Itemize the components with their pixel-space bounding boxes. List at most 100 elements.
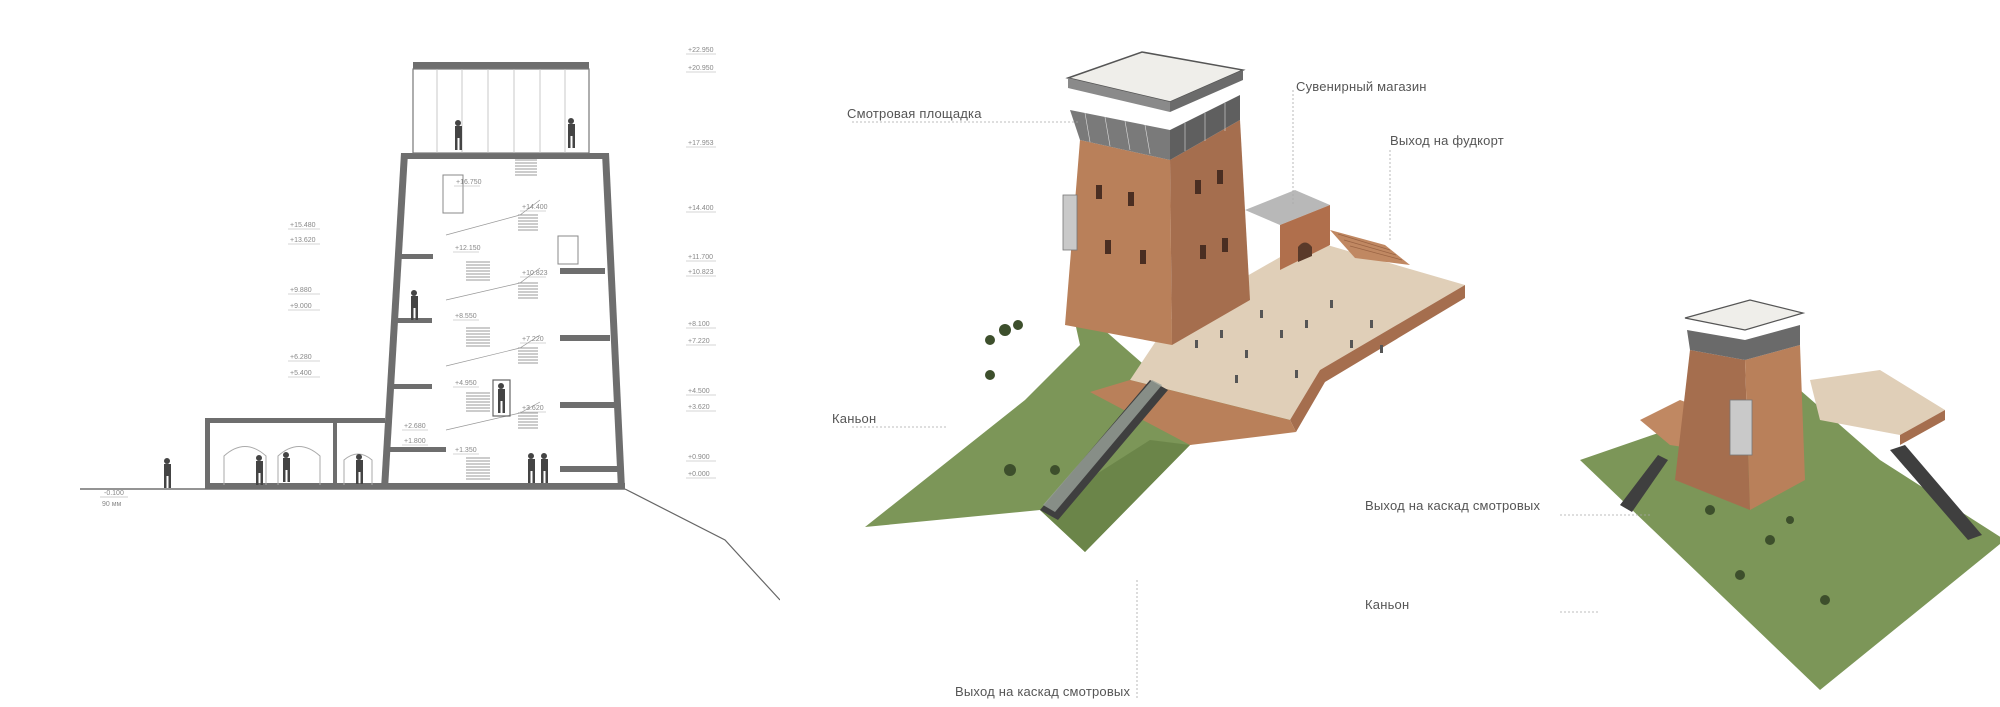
elevation-mark: +5.400 xyxy=(290,370,312,377)
roof-pavilion-frame xyxy=(412,68,590,154)
deck-glass-small xyxy=(1687,325,1800,360)
tower-windows xyxy=(1096,170,1228,264)
label-souvenir-shop: Сувенирный магазин xyxy=(1296,79,1427,94)
floor-slab xyxy=(560,466,618,472)
tower-top-slab xyxy=(401,153,609,159)
tower-left-face xyxy=(1065,140,1172,345)
window xyxy=(442,174,464,214)
shop-arch xyxy=(1298,242,1312,262)
label-canyon: Каньон xyxy=(832,411,877,426)
shrubs-small xyxy=(1705,505,1830,605)
label-foodcourt-exit: Выход на фудкорт xyxy=(1390,133,1504,148)
tower-left-face-small xyxy=(1675,350,1750,510)
hill-slope-shadow xyxy=(1040,440,1190,552)
label-cascade-exit: Выход на каскад смотровых xyxy=(955,684,1131,699)
people xyxy=(164,118,575,488)
elevation-mark: +0.000 xyxy=(688,471,710,478)
label-viewing-platform: Смотровая площадка xyxy=(847,106,982,121)
elevation-mark: +9.880 xyxy=(290,287,312,294)
ground-slab xyxy=(205,483,625,489)
souvenir-shop-roof xyxy=(1245,190,1330,225)
deck-left-glass xyxy=(1070,110,1170,160)
plaza-small xyxy=(1810,370,1945,435)
elevation-marks-inner: +16.750 +14.400 +12.150 +10.823 +8.550 +7.220… xyxy=(402,179,548,455)
deck-roof-small xyxy=(1684,299,1806,331)
deck-roof xyxy=(1065,51,1246,103)
tower-right-wall xyxy=(602,153,625,489)
gallery-wall xyxy=(205,418,210,489)
elevation-mark: +16.750 xyxy=(456,179,482,186)
main-axonometric-view xyxy=(850,51,1465,700)
floor-slab xyxy=(392,318,432,323)
elevation-mark: +11.700 xyxy=(688,254,713,261)
elevation-mark: +14.400 xyxy=(522,204,548,211)
floor-slab xyxy=(395,254,433,259)
elevation-mark: +15.480 xyxy=(290,222,316,229)
elevation-mark: +2.680 xyxy=(404,423,426,430)
elevation-mark: +14.400 xyxy=(688,205,714,212)
elevation-mark: +9.000 xyxy=(290,303,312,310)
elevation-mark: +20.950 xyxy=(688,65,714,72)
deck-roof-edge-left xyxy=(1068,78,1170,112)
gallery-arch xyxy=(277,446,321,485)
cascade-ramp-small-right xyxy=(1890,445,1982,540)
elevation-mark: +4.950 xyxy=(455,380,477,387)
cascade-ramp-small-left xyxy=(1620,455,1668,512)
plaza-edge-wall xyxy=(1290,285,1465,432)
elevation-mark: +3.620 xyxy=(522,405,544,412)
elevation-marks-left: +15.480 +13.620 +9.880 +9.000 +6.280 +5.400 xyxy=(288,222,320,378)
label-cascade-exit-small: Выход на каскад смотровых xyxy=(1365,498,1541,513)
plaza-people xyxy=(1195,300,1383,383)
elevation-mark: +0.900 xyxy=(688,454,710,461)
tower-bay-small xyxy=(1729,399,1753,456)
elevation-mark: +17.953 xyxy=(688,140,714,147)
leader-lines xyxy=(850,90,1391,700)
elevation-mark: +12.150 xyxy=(455,245,481,252)
roof-pavilion-cap xyxy=(413,62,589,69)
floor-slab xyxy=(388,384,432,389)
souvenir-shop-facade xyxy=(1280,205,1330,270)
tower-glazed-bay xyxy=(1062,194,1078,251)
cascade-ramp-glass xyxy=(1043,380,1162,512)
elevation-mark: +10.823 xyxy=(522,270,548,277)
elevation-mark: +7.220 xyxy=(688,338,710,345)
floor-slab xyxy=(560,335,610,341)
elevation-marks-right: +22.950 +20.950 +17.953 +14.400 +11.700 +10.8… xyxy=(686,47,716,479)
elevation-mark: +10.823 xyxy=(688,269,714,276)
leader-lines-small xyxy=(1560,514,1650,613)
ground-level-note: 90 мм xyxy=(102,501,122,508)
label-canyon-small: Каньон xyxy=(1365,597,1410,612)
gallery-arch xyxy=(223,446,267,485)
tower-right-face xyxy=(1170,120,1250,345)
elevation-mark: +3.620 xyxy=(688,404,710,411)
floor-slab xyxy=(386,447,446,452)
secondary-axonometric-view xyxy=(1560,299,2000,690)
plaza-wall-small xyxy=(1900,410,1945,445)
elevation-mark: +13.620 xyxy=(290,237,316,244)
elevation-mark: +8.100 xyxy=(688,321,710,328)
staircase xyxy=(466,159,538,480)
gallery-roof xyxy=(205,418,385,423)
elevation-mark: +1.800 xyxy=(404,438,426,445)
gallery-arch xyxy=(343,453,373,485)
building-section: +15.480 +13.620 +9.880 +9.000 +6.280 +5.400 +… xyxy=(80,47,780,601)
gallery-column xyxy=(333,423,337,485)
ground-level-mark: -0.100 xyxy=(104,490,124,497)
elevation-mark: +4.500 xyxy=(688,388,710,395)
shrubs xyxy=(985,320,1060,476)
elevation-mark: +6.280 xyxy=(290,354,312,361)
elevation-mark: +8.550 xyxy=(455,313,477,320)
deck-roof-edge-right xyxy=(1170,70,1243,112)
elevation-mark: +22.950 xyxy=(688,47,714,54)
window xyxy=(557,235,579,265)
hillside-slope xyxy=(624,488,780,601)
courtyard-plaza xyxy=(1130,240,1465,420)
floor-slab xyxy=(560,268,605,274)
floor-slab xyxy=(560,402,615,408)
tower-right-face-small xyxy=(1745,345,1805,510)
grass-terrain xyxy=(865,300,1290,552)
elevation-mark: +1.350 xyxy=(455,447,477,454)
elevation-mark: +7.220 xyxy=(522,336,544,343)
elevator-door xyxy=(492,379,511,417)
